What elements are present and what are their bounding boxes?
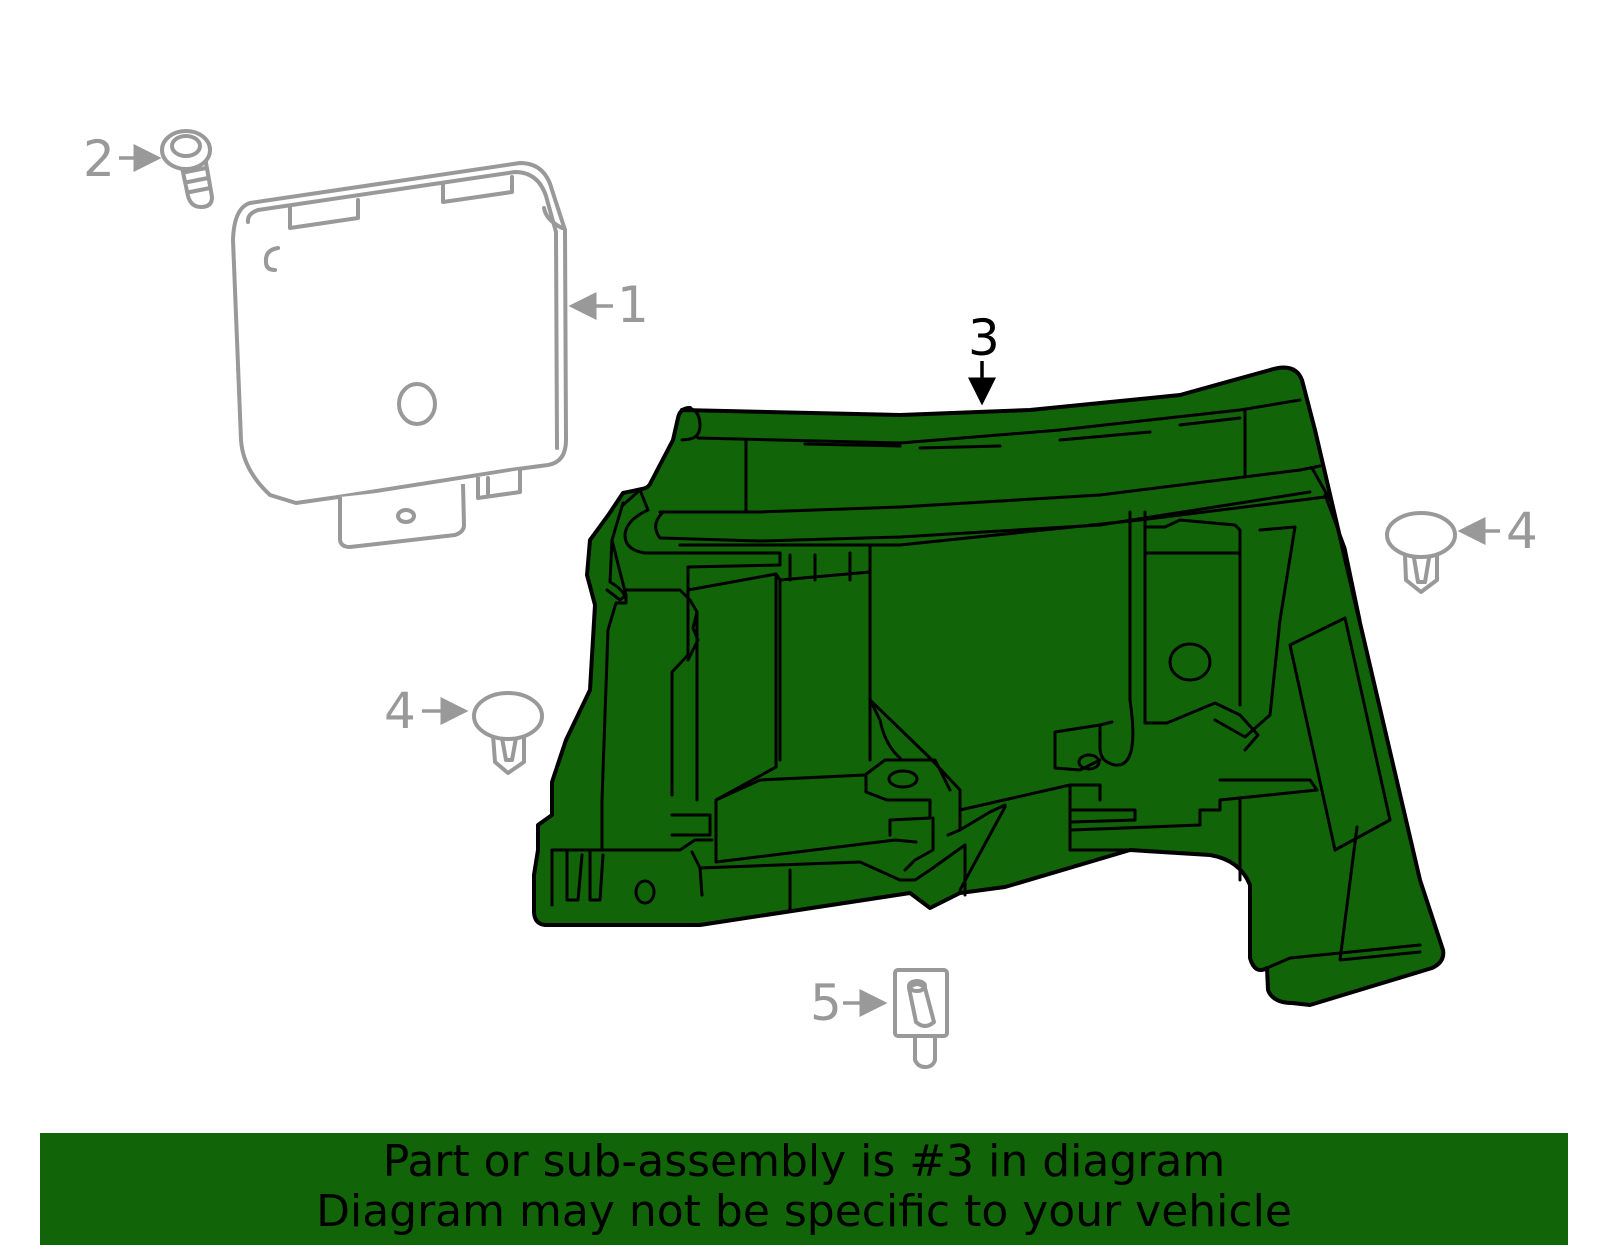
callout-5: 5 — [810, 974, 842, 1032]
part-1-module[interactable] — [231, 161, 568, 549]
part-2-bolt[interactable] — [160, 129, 214, 209]
banner-line-1: Part or sub-assembly is #3 in diagram — [382, 1136, 1226, 1187]
part-3-panel[interactable] — [532, 365, 1446, 1007]
callout-1: 1 — [617, 276, 649, 334]
callout-arrows — [119, 144, 1500, 1017]
banner-line-2: Diagram may not be specific to your vehi… — [316, 1186, 1292, 1237]
part-5-clip-nut[interactable] — [893, 968, 949, 1069]
callout-3: 3 — [968, 309, 1000, 367]
part-4-clip-right[interactable] — [1385, 511, 1457, 594]
callout-4-left: 4 — [384, 682, 416, 740]
part-4-clip-left[interactable] — [472, 691, 544, 775]
callout-4-right: 4 — [1506, 502, 1538, 560]
callout-2: 2 — [83, 130, 115, 188]
notice-banner: Part or sub-assembly is #3 in diagram Di… — [40, 1133, 1568, 1245]
